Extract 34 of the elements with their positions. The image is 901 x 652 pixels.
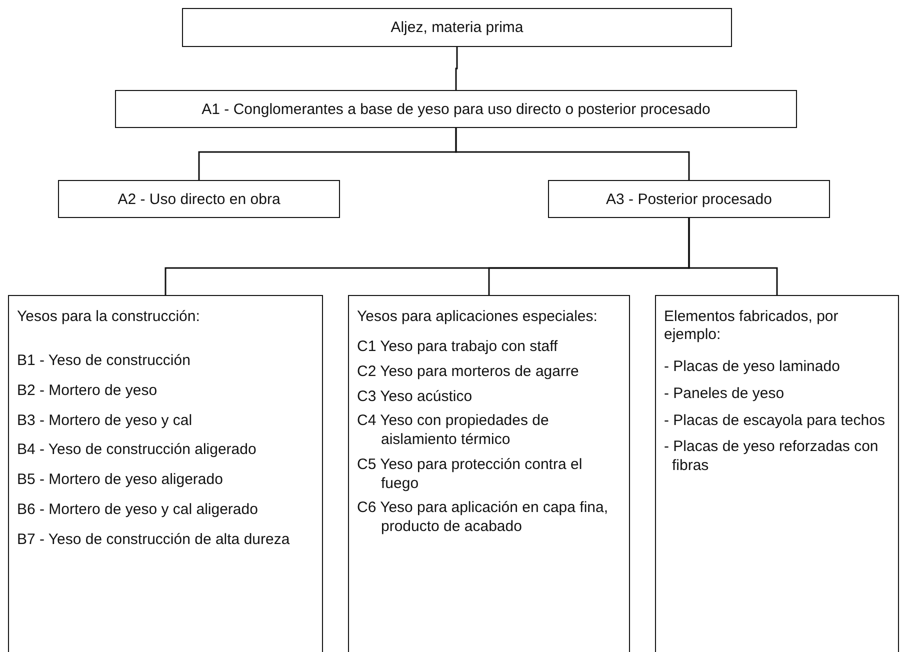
connector-line [688,218,778,295]
list-item: B6 - Mortero de yeso y cal aligerado [17,500,259,520]
box-label: A2 - Uso directo en obra [118,190,280,208]
process-box [548,180,830,218]
list-item: C5 Yeso para protección contra el fuego [357,456,584,494]
box-heading: Elementos fabricados, por ejemplo: [664,308,840,344]
list-item: B3 - Mortero de yeso y cal [17,412,194,430]
list-item: C6 Yeso para aplicación en capa fina, producto de acabado [357,499,610,537]
list-item: - Placas de yeso reforzadas con fibras [664,438,880,476]
list-item: B1 - Yeso de construcción [17,352,192,371]
process-box [115,90,797,128]
list-item: - Placas de yeso laminado [664,358,841,377]
list-item: C2 Yeso para morteros de agarre [357,362,580,382]
list-item: B7 - Yeso de construcción de alta dureza [17,530,291,550]
box-label: A3 - Posterior procesado [606,190,772,208]
box-heading: Yesos para la construcción: [17,308,201,326]
box-heading: Yesos para aplicaciones especiales: [357,308,598,326]
connector-line [455,128,690,180]
process-box [58,180,340,218]
list-item: B2 - Mortero de yeso [17,382,158,400]
list-item: C3 Yeso acústico [357,388,474,406]
list-item: - Placas de escayola para techos [664,412,886,430]
category-box [8,295,323,652]
connector-line [455,47,458,90]
list-item: - Paneles de yeso [664,384,786,404]
list-item: B4 - Yeso de construcción aligerado [17,441,258,460]
list-item: C1 Yeso para trabajo con staff [357,338,559,357]
box-label: A1 - Conglomerantes a base de yeso para uso directo o posterior procesado [202,100,710,118]
category-box [655,295,899,652]
list-item: C4 Yeso con propiedades de aislamiento térmico [357,412,550,450]
process-box [182,8,732,47]
list-item: B5 - Mortero de yeso aligerado [17,471,224,490]
category-box [348,295,630,652]
box-label: Aljez, materia prima [390,19,524,36]
